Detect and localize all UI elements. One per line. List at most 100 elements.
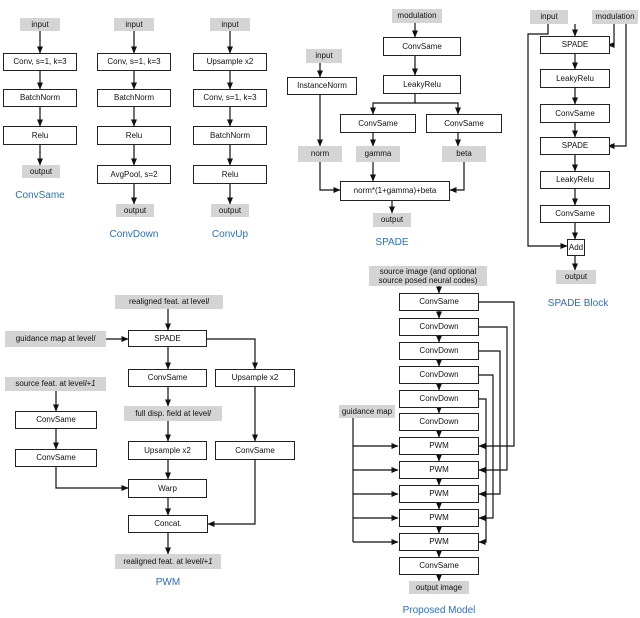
- spade-beta-label: beta: [442, 146, 486, 162]
- spade-input-label: input: [306, 49, 342, 63]
- pwm-realigned-in-label: realigned feat. at level l: [115, 295, 223, 309]
- arrow: [449, 162, 465, 193]
- arrow: [55, 467, 129, 491]
- pwm-convsame-left2-node: ConvSame: [15, 449, 97, 467]
- pwm-source-level: l+1: [84, 379, 96, 389]
- convup-upsample-node: Upsample x2: [193, 53, 267, 71]
- pwm-upsample-mid-node: Upsample x2: [128, 441, 207, 460]
- convup-input-label: input: [210, 18, 250, 31]
- pwm-realigned-out-label: realigned feat. at level l+1: [115, 554, 221, 569]
- spadeblock-spade2-node: SPADE: [540, 137, 610, 155]
- spade-norm-label: norm: [298, 146, 342, 162]
- spade-leakyrelu-node: LeakyRelu: [383, 75, 461, 94]
- model-convdown-node: ConvDown: [399, 366, 479, 384]
- convdown-relu-node: Relu: [97, 126, 171, 145]
- spadeblock-output-label: output: [556, 270, 596, 284]
- spadeblock-convsame2-node: ConvSame: [540, 205, 610, 223]
- convup-relu-node: Relu: [193, 165, 267, 184]
- pwm-realigned-in-text: realigned feat. at level: [128, 297, 208, 307]
- model-convdown-node: ConvDown: [399, 413, 479, 431]
- model-pwm-node: PWM: [399, 485, 479, 503]
- spade-convsame-left-node: ConvSame: [340, 114, 416, 133]
- convup-batchnorm-node: BatchNorm: [193, 126, 267, 145]
- spadeblock-spade1-node: SPADE: [540, 36, 610, 54]
- pwm-caption: PWM: [155, 577, 181, 588]
- model-caption: Proposed Model: [402, 605, 476, 616]
- pwm-convsame-right-node: ConvSame: [215, 441, 295, 460]
- spadeblock-input-label: input: [530, 10, 568, 24]
- model-guidance-label: guidance map: [339, 405, 395, 418]
- convup-conv-node: Conv, s=1, k=3: [193, 89, 267, 107]
- spade-instancenorm-node: InstanceNorm: [287, 77, 357, 95]
- model-convdown-node: ConvDown: [399, 390, 479, 408]
- spade-output-label: output: [373, 213, 411, 227]
- model-convsame-top-node: ConvSame: [399, 293, 479, 311]
- convsame-conv-node: Conv, s=1, k=3: [3, 53, 77, 71]
- pwm-concat-node: Concat.: [128, 515, 208, 533]
- convdown-input-label: input: [114, 18, 154, 31]
- convdown-caption: ConvDown: [109, 229, 159, 240]
- convdown-batchnorm-node: BatchNorm: [97, 89, 171, 107]
- pwm-disp-field-text: full disp. field at level: [135, 408, 210, 418]
- spadeblock-leakyrelu1-node: LeakyRelu: [540, 69, 610, 88]
- spade-convsame-top-node: ConvSame: [383, 37, 461, 56]
- convsame-relu-node: Relu: [3, 126, 77, 145]
- pwm-convsame-left1-node: ConvSame: [15, 411, 97, 429]
- arrow: [478, 350, 501, 497]
- pwm-spade-node: SPADE: [128, 330, 207, 347]
- model-source-label: source image (and optional source posed …: [369, 266, 487, 286]
- spadeblock-leakyrelu2-node: LeakyRelu: [540, 171, 610, 189]
- arrow: [607, 24, 627, 149]
- pwm-source-label: source feat. at level l+1: [5, 377, 106, 391]
- arrow: [478, 301, 515, 449]
- convdown-avgpool-node: AvgPool, s=2: [97, 165, 171, 184]
- convsame-input-label: input: [20, 18, 60, 31]
- pwm-convsame-mid-node: ConvSame: [128, 369, 207, 387]
- model-output-label: output image: [409, 581, 469, 594]
- spadeblock-convsame1-node: ConvSame: [540, 104, 610, 123]
- spade-formula-node: norm*(1+gamma)+beta: [340, 181, 450, 201]
- pwm-warp-node: Warp: [128, 479, 207, 498]
- pwm-source-text: source feat. at level: [15, 379, 85, 389]
- arrow: [478, 398, 487, 545]
- convup-output-label: output: [211, 204, 249, 217]
- arrow: [527, 24, 568, 249]
- pwm-upsample-right-node: Upsample x2: [215, 369, 295, 387]
- convsame-output-label: output: [22, 165, 60, 178]
- pwm-realigned-out-level: l+1: [201, 556, 213, 566]
- pwm-guidance-label: guidance map at level l: [5, 331, 106, 347]
- model-pwm-node: PWM: [399, 533, 479, 551]
- model-pwm-node: PWM: [399, 509, 479, 527]
- convdown-conv-node: Conv, s=1, k=3: [97, 53, 171, 71]
- arrow: [607, 24, 615, 48]
- arrow: [370, 94, 416, 115]
- spadeblock-add-node: Add: [567, 239, 585, 256]
- spade-caption: SPADE: [375, 237, 409, 248]
- model-convdown-node: ConvDown: [399, 342, 479, 360]
- convsame-caption: ConvSame: [15, 190, 65, 201]
- convsame-batchnorm-node: BatchNorm: [3, 89, 77, 107]
- pwm-guidance-level: l: [93, 334, 96, 344]
- arrow: [207, 460, 256, 527]
- arrow: [319, 162, 341, 193]
- arrow: [415, 102, 461, 115]
- pwm-disp-field-label: full disp. field at level l: [124, 406, 222, 421]
- model-convdown-node: ConvDown: [399, 318, 479, 336]
- model-pwm-node: PWM: [399, 437, 479, 455]
- spade-modulation-label: modulation: [392, 9, 442, 23]
- model-pwm-node: PWM: [399, 461, 479, 479]
- model-convsame-bottom-node: ConvSame: [399, 557, 479, 575]
- pwm-guidance-text: guidance map at level: [15, 334, 94, 344]
- spadeblock-modulation-label: modulation: [592, 10, 638, 24]
- spade-convsame-right-node: ConvSame: [426, 114, 502, 133]
- pwm-realigned-in-level: l: [207, 297, 210, 307]
- pwm-realigned-out-text: realigned feat. at level: [123, 556, 202, 566]
- pwm-disp-field-level: l: [209, 408, 211, 418]
- convdown-output-label: output: [116, 204, 154, 217]
- spade-gamma-label: gamma: [356, 146, 400, 162]
- spadeblock-caption: SPADE Block: [547, 298, 609, 309]
- convup-caption: ConvUp: [211, 229, 249, 240]
- arrow: [207, 338, 258, 370]
